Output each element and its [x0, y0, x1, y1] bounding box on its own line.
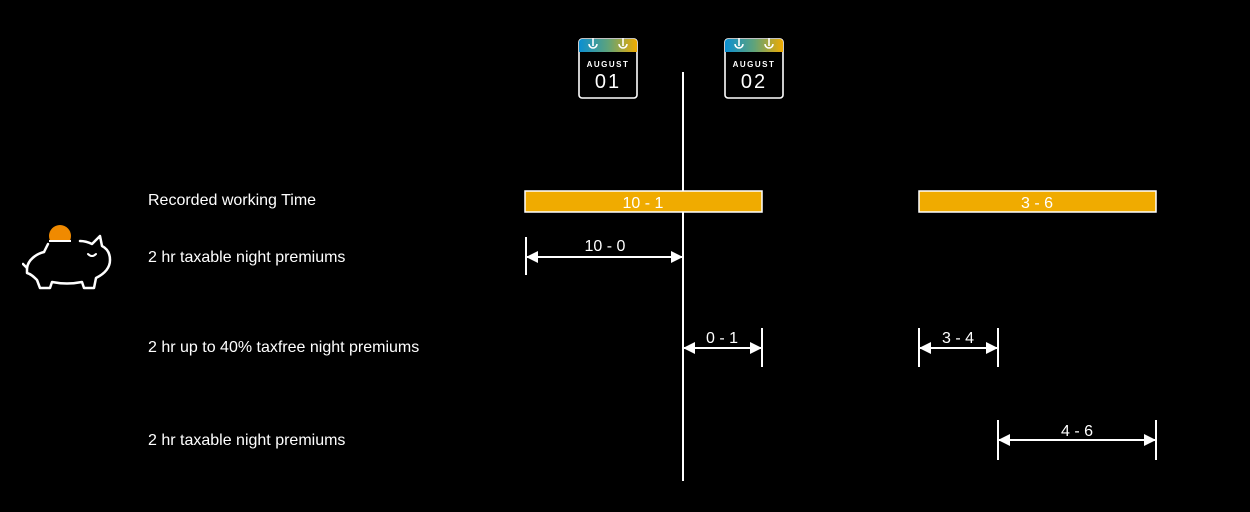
- calendar-month: AUGUST: [586, 60, 630, 69]
- interval-label: 4 - 6: [1061, 423, 1093, 440]
- row-label-recorded-time: Recorded working Time: [148, 192, 317, 209]
- interval-taxable-10-0: 10 - 0: [525, 237, 683, 275]
- calendar-icon: AUGUST 02: [724, 38, 784, 99]
- working-time-bar: [524, 190, 763, 213]
- working-time-bar-label: 10 - 1: [623, 195, 664, 212]
- working-time-bar-label: 3 - 6: [1021, 195, 1053, 212]
- row-label-taxfree: 2 hr up to 40% taxfree night premiums: [148, 339, 420, 356]
- interval-taxfree-3-4: 3 - 4: [918, 328, 999, 367]
- row-label-taxable-2: 2 hr taxable night premiums: [148, 432, 346, 449]
- piggy-bank-icon: [22, 225, 112, 290]
- row-label-taxable-1: 2 hr taxable night premiums: [148, 249, 346, 266]
- interval-taxable-4-6: 4 - 6: [997, 420, 1157, 460]
- interval-label: 3 - 4: [942, 330, 974, 347]
- calendar-month: AUGUST: [732, 60, 776, 69]
- interval-label: 0 - 1: [706, 330, 738, 347]
- calendar-icon: AUGUST 01: [578, 38, 638, 99]
- interval-label: 10 - 0: [585, 238, 626, 255]
- calendar-day: 02: [740, 71, 768, 93]
- calendar-day: 01: [594, 71, 622, 93]
- working-time-bar: [918, 190, 1157, 213]
- interval-taxfree-0-1: 0 - 1: [683, 328, 763, 367]
